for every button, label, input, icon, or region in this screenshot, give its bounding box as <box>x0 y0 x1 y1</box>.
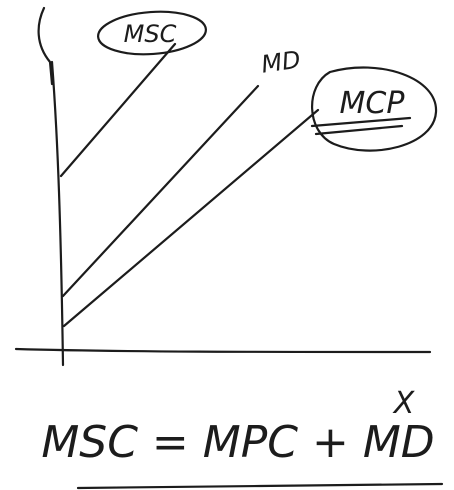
x-axis <box>14 347 432 354</box>
curve-mcp <box>62 108 320 328</box>
curve-msc <box>59 42 177 178</box>
label-underline <box>310 116 412 136</box>
curve-md <box>61 84 260 298</box>
equation: MSC = MPC + MD <box>41 417 434 468</box>
equation-underline <box>76 482 444 490</box>
label-circle-bottom <box>311 66 438 152</box>
equation-superscript: X <box>392 386 416 421</box>
label-mcp: MCP <box>340 86 406 121</box>
label-circle-top <box>97 10 207 56</box>
label-md: MD <box>260 45 303 78</box>
label-msc: MSC <box>124 20 177 48</box>
y-axis <box>37 6 65 367</box>
